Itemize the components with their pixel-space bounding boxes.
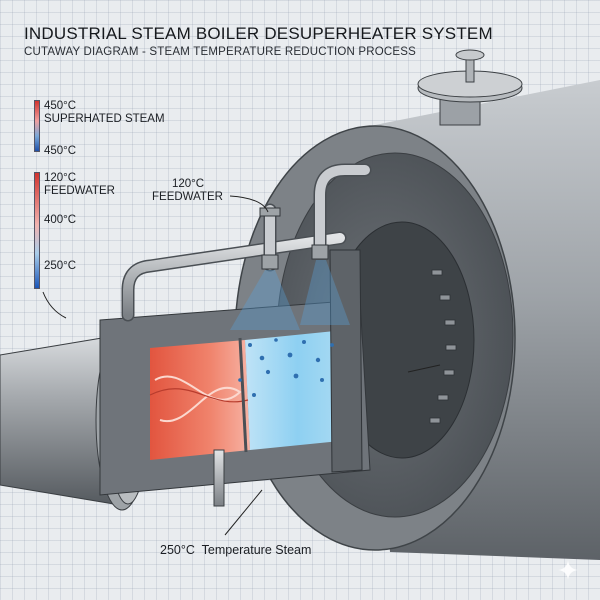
steam-top-temp: 450°C xyxy=(44,100,77,112)
spray-nozzles xyxy=(259,207,329,270)
feedwater-callout-temp: 120°C xyxy=(172,178,205,190)
top-nozzle xyxy=(417,49,523,126)
feed-top-temp: 120°C xyxy=(44,172,77,184)
sparkle-icon xyxy=(558,560,578,580)
page-title: INDUSTRIAL STEAM BOILER DESUPERHEATER SY… xyxy=(24,24,493,43)
feed-label: FEEDWATER xyxy=(44,185,115,197)
steam-temperature-bar xyxy=(34,100,40,152)
leader-lines xyxy=(42,195,441,536)
feedwater-spray xyxy=(230,260,350,397)
drain-pipe xyxy=(213,449,225,507)
page-subtitle: CUTAWAY DIAGRAM - STEAM TEMPERATURE REDU… xyxy=(24,46,417,58)
outlet-callout: 250°C Temperature Steam xyxy=(160,544,311,557)
feed-bottom-temp: 250°C xyxy=(44,260,77,272)
desuperheater-body xyxy=(99,249,371,496)
feedwater-callout-label: FEEDWATER xyxy=(152,191,223,203)
feedwater-temperature-bar xyxy=(34,172,40,289)
feed-mid-temp: 400°C xyxy=(44,214,77,226)
steam-bottom-temp: 450°C xyxy=(44,145,77,157)
steam-label: SUPERHATED STEAM xyxy=(44,113,165,125)
outlet-temp: 250°C xyxy=(160,543,195,557)
outlet-label: Temperature Steam xyxy=(201,543,312,557)
